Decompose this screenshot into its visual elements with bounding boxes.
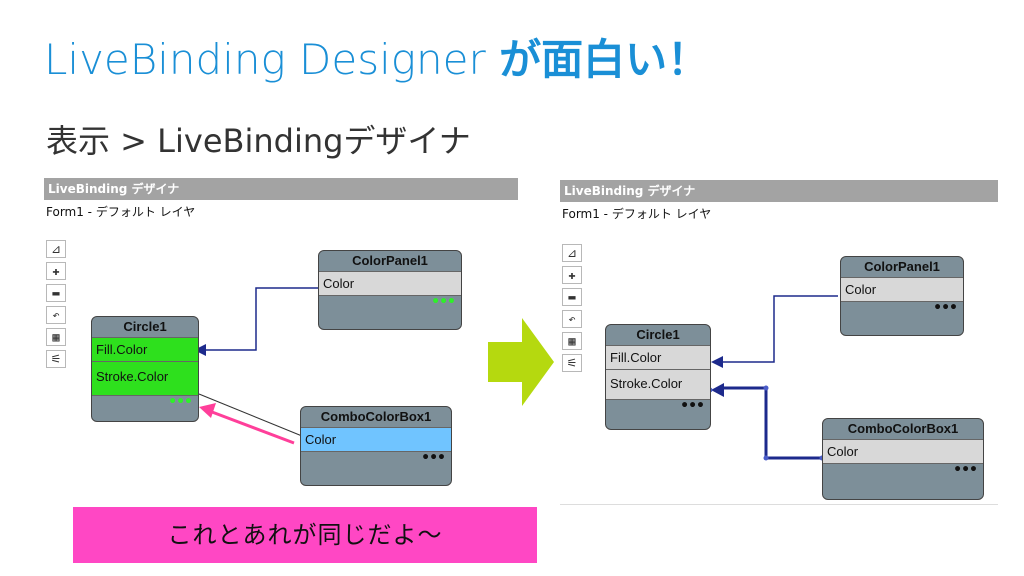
node-title: ColorPanel1	[864, 259, 940, 274]
left-node-colorpanel[interactable]: ColorPanel1 Color •••	[318, 250, 462, 330]
right-panel-header: LiveBinding デザイナ	[560, 180, 998, 202]
more-icon[interactable]: •••	[431, 294, 456, 310]
zoom-out-icon[interactable]: ▬	[46, 284, 66, 302]
node-field-color[interactable]: Color	[823, 439, 983, 463]
left-wire-fill-arrow	[194, 344, 206, 356]
node-title: Circle1	[636, 327, 680, 342]
node-title: Circle1	[123, 319, 167, 334]
left-pointer-line	[211, 410, 295, 445]
left-node-circle[interactable]: Circle1 Fill.Color Stroke.Color •••	[91, 316, 199, 422]
slide-title-suffix: が面白い！	[499, 35, 710, 84]
right-designer-panel: LiveBinding デザイナ Form1 - デフォルト レイヤ ⊿ ✚ ▬…	[560, 180, 998, 505]
node-field-color[interactable]: Color	[841, 277, 963, 301]
node-footer: •••	[301, 450, 451, 470]
node-footer: •••	[841, 300, 963, 320]
node-footer: •••	[92, 394, 198, 414]
right-wire-stroke	[720, 386, 822, 460]
right-node-circle[interactable]: Circle1 Fill.Color Stroke.Color •••	[605, 324, 711, 430]
node-field-color[interactable]: Color	[301, 427, 451, 451]
node-footer: •••	[823, 462, 983, 482]
undo-icon[interactable]: ↶	[562, 310, 582, 328]
right-node-combobox[interactable]: ComboColorBox1 Color •••	[822, 418, 984, 500]
right-node-colorpanel[interactable]: ColorPanel1 Color •••	[840, 256, 964, 336]
node-field-stroke-color[interactable]: Stroke.Color	[606, 369, 710, 399]
right-wire-fill	[720, 295, 838, 363]
grid-diagonal-icon[interactable]: ⊿	[46, 240, 66, 258]
left-wires	[194, 287, 318, 445]
node-title: ComboColorBox1	[320, 409, 432, 424]
node-field-fill-color[interactable]: Fill.Color	[606, 345, 710, 369]
zoom-in-icon[interactable]: ✚	[562, 266, 582, 284]
right-wire-fill-arrow	[711, 356, 723, 368]
magic-wand-icon[interactable]: ⚟	[46, 350, 66, 368]
right-form-label: Form1 - デフォルト レイヤ	[562, 207, 712, 221]
callout-banner: これとあれが同じだよ～	[73, 507, 537, 563]
magic-wand-icon[interactable]: ⚟	[562, 354, 582, 372]
left-form-label: Form1 - デフォルト レイヤ	[46, 205, 196, 219]
node-footer: •••	[606, 398, 710, 418]
node-field-stroke-color[interactable]: Stroke.Color	[92, 361, 198, 395]
right-wire-stroke-arrow	[711, 383, 724, 397]
zoom-in-icon[interactable]: ✚	[46, 262, 66, 280]
wire-handle	[763, 455, 769, 461]
slide-subtitle: 表示 > LiveBindingデザイナ	[46, 122, 471, 160]
layout-grid-icon[interactable]: ▦	[562, 332, 582, 350]
zoom-out-icon[interactable]: ▬	[562, 288, 582, 306]
slide-title: LiveBinding Designer が面白い！	[44, 26, 709, 87]
more-icon[interactable]: •••	[421, 450, 446, 466]
left-pointer-arrowhead	[199, 403, 216, 418]
wire-handle	[763, 385, 769, 391]
more-icon[interactable]: •••	[933, 300, 958, 316]
more-icon[interactable]: •••	[680, 398, 705, 414]
node-title: ColorPanel1	[352, 253, 428, 268]
node-footer: •••	[319, 294, 461, 314]
left-wire-stroke	[198, 393, 303, 437]
left-panel-header: LiveBinding デザイナ	[44, 178, 518, 200]
undo-icon[interactable]: ↶	[46, 306, 66, 324]
slide-title-prefix: LiveBinding Designer	[44, 35, 500, 84]
more-icon[interactable]: •••	[168, 394, 193, 410]
more-icon[interactable]: •••	[953, 462, 978, 478]
node-title: ComboColorBox1	[847, 421, 959, 436]
left-node-combobox[interactable]: ComboColorBox1 Color •••	[300, 406, 452, 486]
grid-diagonal-icon[interactable]: ⊿	[562, 244, 582, 262]
node-field-color[interactable]: Color	[319, 271, 461, 295]
node-field-fill-color[interactable]: Fill.Color	[92, 337, 198, 361]
left-wire-fill	[202, 287, 318, 351]
transition-arrow-icon	[488, 318, 554, 406]
left-designer-panel: LiveBinding デザイナ Form1 - デフォルト レイヤ ⊿ ✚ ▬…	[44, 178, 518, 542]
layout-grid-icon[interactable]: ▦	[46, 328, 66, 346]
